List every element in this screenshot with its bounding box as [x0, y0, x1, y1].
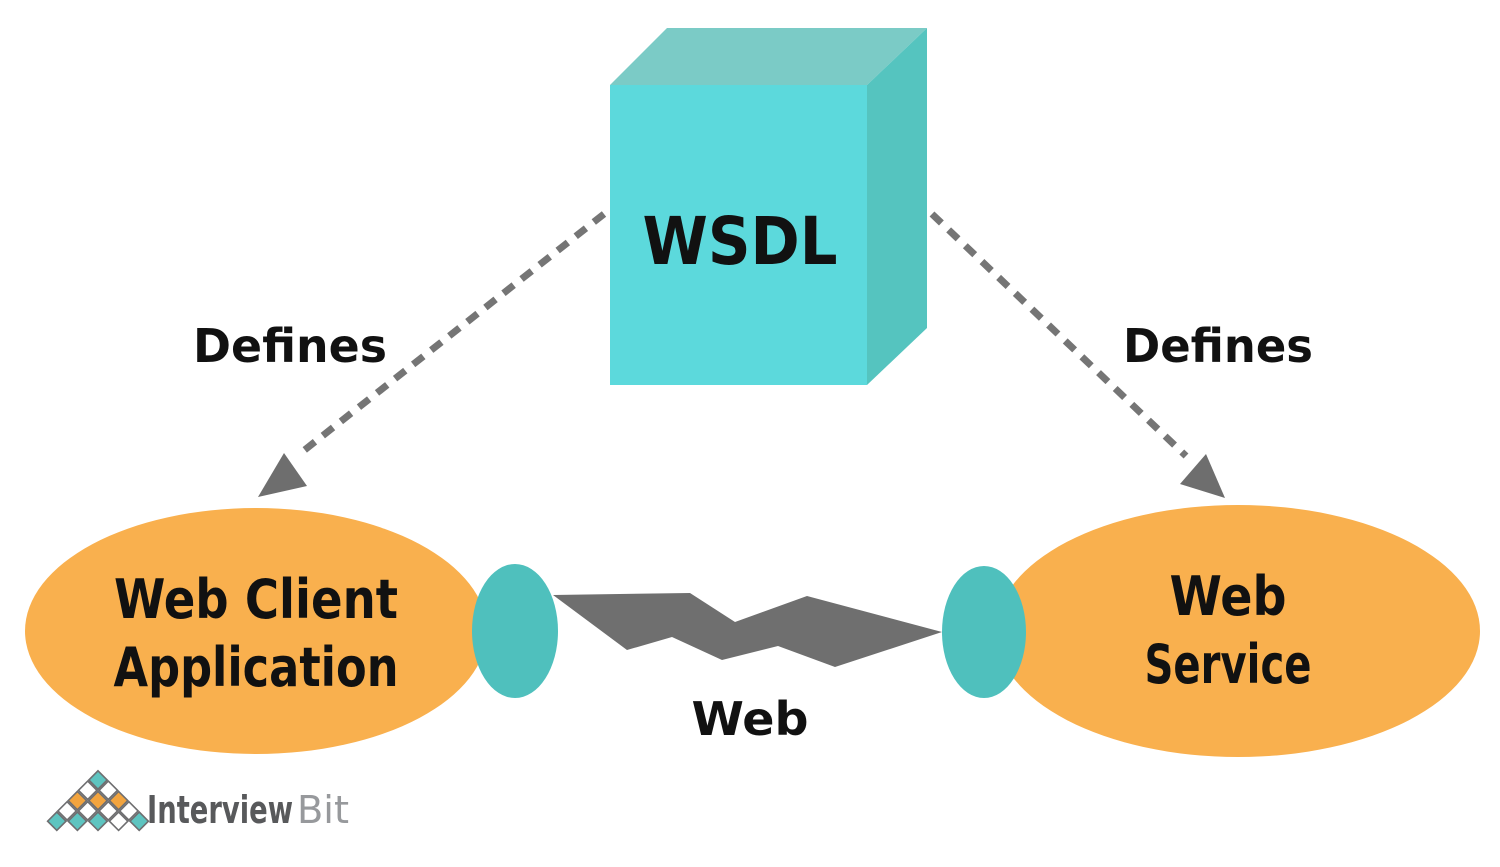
defines-arrow-left: Defines	[193, 211, 607, 497]
defines-arrow-right: Defines	[929, 211, 1313, 498]
web-client-node: Web Client Application	[25, 508, 487, 754]
arrowhead-left-icon	[258, 453, 307, 497]
logo-diamond	[97, 800, 119, 822]
web-client-label-line2: Application	[114, 636, 399, 699]
logo-diamond	[77, 800, 99, 822]
interviewbit-mark	[46, 769, 150, 832]
cube-side-face	[867, 28, 927, 385]
web-client-ellipse	[25, 508, 487, 754]
web-service-node: Web Service	[996, 505, 1480, 757]
defines-label-left: Defines	[193, 319, 387, 373]
web-link: Web	[553, 593, 942, 746]
arrowhead-right-icon	[1180, 454, 1225, 498]
web-link-label: Web	[692, 692, 809, 746]
logo-diamond	[97, 779, 119, 801]
web-service-ellipse	[996, 505, 1480, 757]
cube-label: WSDL	[643, 203, 838, 280]
logo-diamond	[108, 810, 129, 832]
dashed-line-left	[299, 211, 607, 455]
logo-diamond	[87, 790, 109, 811]
wsdl-cube: WSDL	[610, 28, 927, 385]
client-endpoint-connector	[472, 564, 558, 698]
logo-text-interview: Interview	[147, 788, 293, 832]
dashed-line-right	[929, 211, 1189, 459]
logo-text-bit: Bit	[297, 788, 349, 832]
logo-diamond	[87, 769, 109, 791]
defines-label-right: Defines	[1123, 319, 1313, 373]
logo-diamond	[77, 779, 99, 801]
logo-diamond	[67, 810, 88, 832]
logo-diamond	[56, 800, 78, 822]
logo-diamond	[118, 800, 140, 822]
zigzag-connector	[553, 593, 942, 667]
logo-diamond	[128, 810, 150, 832]
logo-diamond	[108, 790, 129, 811]
logo-diamond	[46, 810, 68, 832]
service-endpoint-connector	[942, 566, 1026, 698]
web-service-label-line2: Service	[1145, 633, 1312, 696]
logo-diamond	[67, 790, 88, 811]
cube-top-face	[610, 28, 927, 85]
cube-front-face	[610, 85, 867, 385]
logo-diamond	[87, 810, 109, 832]
interviewbit-logo: Interview Bit	[46, 769, 349, 832]
web-service-label-line1: Web	[1170, 565, 1287, 628]
web-client-label-line1: Web Client	[114, 568, 398, 631]
